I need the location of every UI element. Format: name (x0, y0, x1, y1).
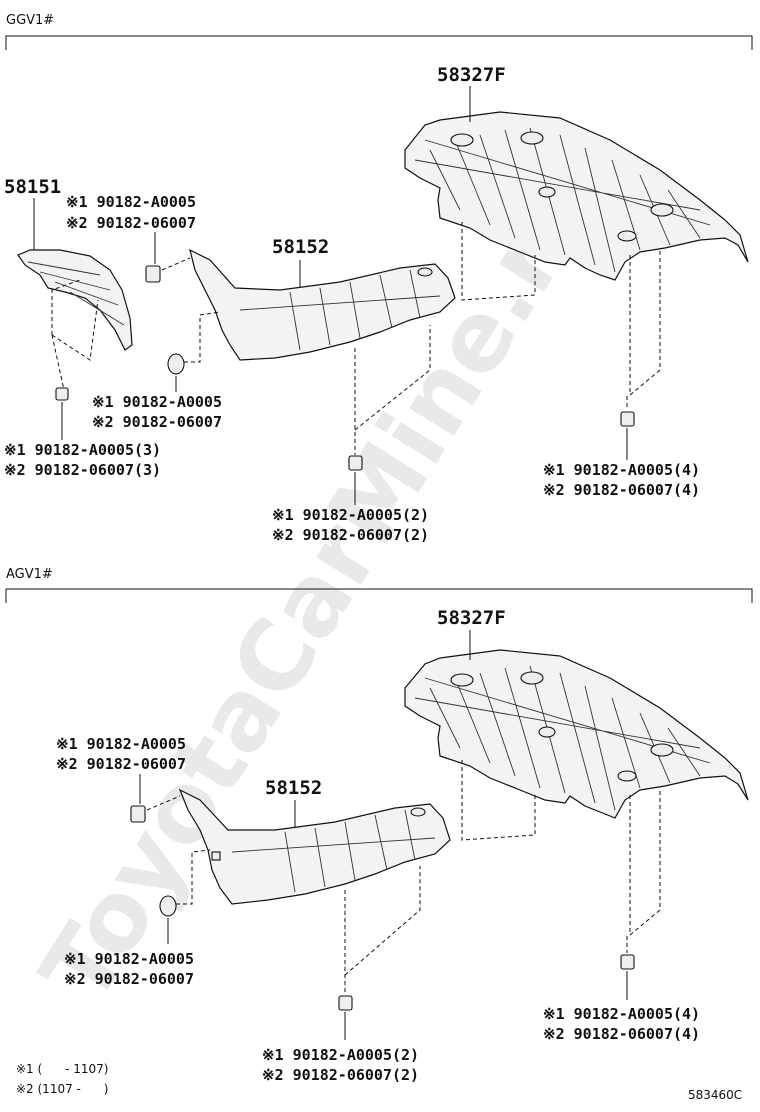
label-clip-top-1: ※1 90182-A0005 (56, 735, 186, 753)
section-bracket (5, 35, 753, 50)
figure-code: 583460C (688, 1088, 742, 1102)
heat-shield-58327f (404, 649, 749, 819)
section-bracket (5, 588, 753, 603)
label-58327f: 58327F (437, 64, 506, 86)
label-clip-top-1: ※1 90182-A0005 (66, 193, 196, 211)
section-agv1: AGV1# 58327F ※1 90182-A0005 ※2 90182-060… (5, 567, 753, 1084)
label-clip-center-1: ※1 90182-A0005(2) (262, 1046, 419, 1064)
label-clip-center-1: ※1 90182-A0005(2) (272, 506, 429, 524)
label-clip-center-2: ※2 90182-06007(2) (262, 1066, 419, 1084)
label-clip-mid-2: ※2 90182-06007 (64, 970, 194, 988)
heat-shield-58151 (17, 249, 133, 351)
legend-note-2: ※2 (1107 - ) (16, 1082, 108, 1096)
section-title: GGV1# (6, 13, 54, 28)
label-clip-left-2: ※2 90182-06007(3) (4, 461, 161, 479)
label-58152: 58152 (265, 777, 322, 799)
label-clip-center-2: ※2 90182-06007(2) (272, 526, 429, 544)
label-58151: 58151 (4, 176, 61, 198)
section-ggv1: GGV1# 58327F 58151 ※1 90182-A0005(3) ※2 … (4, 13, 753, 544)
label-clip-mid-2: ※2 90182-06007 (92, 413, 222, 431)
heat-shield-58152 (178, 788, 451, 905)
label-clip-mid-1: ※1 90182-A0005 (64, 950, 194, 968)
label-clip-top-2: ※2 90182-06007 (56, 755, 186, 773)
label-clip-top-2: ※2 90182-06007 (66, 214, 196, 232)
section-title: AGV1# (6, 567, 53, 582)
label-clip-right-2: ※2 90182-06007(4) (543, 481, 700, 499)
label-clip-right-1: ※1 90182-A0005(4) (543, 461, 700, 479)
label-58327f: 58327F (437, 607, 506, 629)
heat-shield-58327f (404, 111, 749, 281)
label-clip-left-1: ※1 90182-A0005(3) (4, 441, 161, 459)
label-58152: 58152 (272, 236, 329, 258)
label-clip-right-2: ※2 90182-06007(4) (543, 1025, 700, 1043)
legend-note-1: ※1 ( - 1107) (16, 1062, 108, 1076)
label-clip-mid-1: ※1 90182-A0005 (92, 393, 222, 411)
label-clip-right-1: ※1 90182-A0005(4) (543, 1005, 700, 1023)
heat-shield-58152 (189, 248, 456, 361)
